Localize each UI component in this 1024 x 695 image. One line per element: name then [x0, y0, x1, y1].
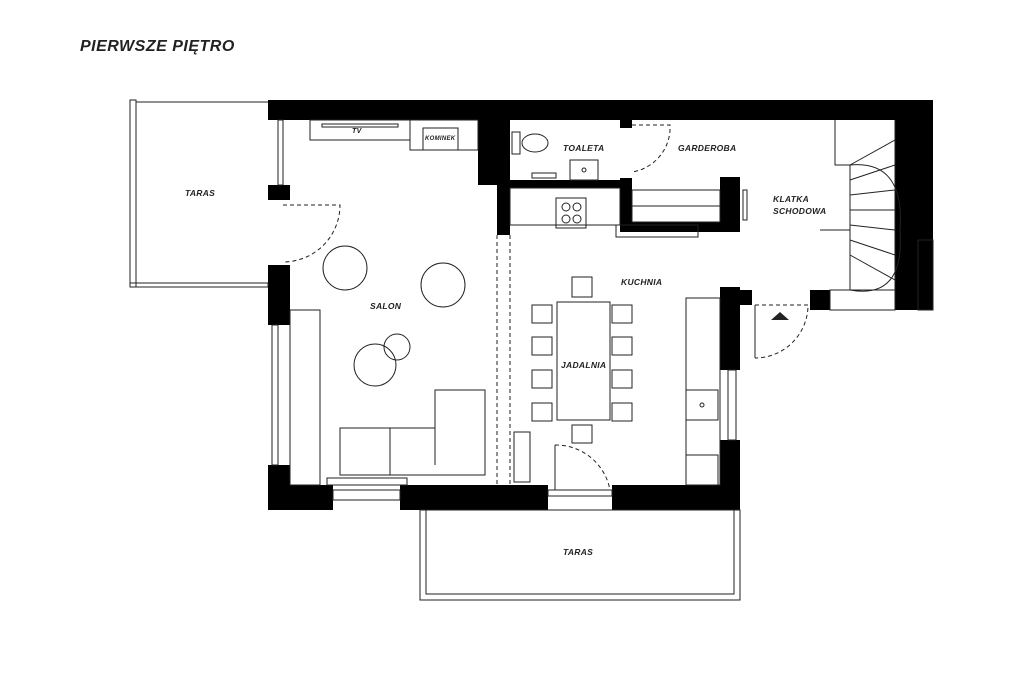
room-label-garderoba: GARDEROBA [678, 143, 737, 153]
furniture [289, 119, 901, 486]
room-label-taras-left: TARAS [185, 188, 216, 198]
room-label-toaleta: TOALETA [563, 143, 605, 153]
room-label-salon: SALON [370, 301, 402, 311]
room-label-taras-bottom: TARAS [563, 547, 594, 557]
plan-title: PIERWSZE PIĘTRO [80, 38, 235, 55]
entrance-arrow-icon [771, 312, 789, 320]
room-label-jadalnia: JADALNIA [561, 360, 607, 370]
walls [268, 100, 933, 510]
room-label-schodowa: SCHODOWA [773, 206, 827, 216]
doors [282, 124, 809, 491]
kominek-label: KOMINEK [425, 136, 456, 142]
tv-label: TV [352, 128, 362, 135]
room-label-klatka: KLATKA [773, 194, 810, 204]
windows-and-railings [129, 99, 934, 601]
room-label-kuchnia: KUCHNIA [621, 277, 663, 287]
